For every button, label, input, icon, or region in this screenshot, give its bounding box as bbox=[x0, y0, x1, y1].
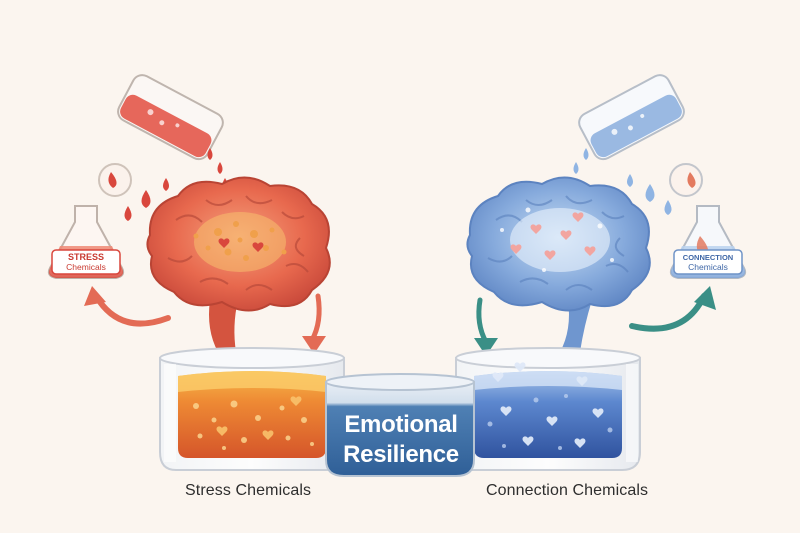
stress-flask-label-line2: Chemicals bbox=[66, 262, 106, 272]
connection-tank bbox=[455, 347, 641, 471]
connection-pouring-beaker bbox=[578, 74, 685, 161]
connection-flask: CONNECTION Chemicals bbox=[669, 205, 747, 279]
stress-mini-flask bbox=[98, 163, 132, 197]
stress-return-arrow bbox=[84, 286, 171, 327]
connection-flask-label-line2: Chemicals bbox=[688, 262, 728, 272]
stress-flask-label-line1: STRESS bbox=[68, 252, 104, 262]
stress-pouring-beaker bbox=[117, 74, 224, 161]
connection-return-arrow bbox=[629, 286, 716, 332]
center-tank-title-line1: Emotional bbox=[344, 411, 457, 438]
stress-tank bbox=[159, 347, 345, 471]
connection-chemicals-caption: Connection Chemicals bbox=[486, 482, 649, 499]
connection-brain bbox=[466, 176, 651, 352]
connection-mini-flask bbox=[669, 163, 703, 197]
stress-chemicals-caption: Stress Chemicals bbox=[185, 482, 312, 499]
center-tank-title-line2: Resilience bbox=[343, 441, 459, 468]
emotional-resilience-tank: Emotional Resilience bbox=[325, 373, 475, 477]
stress-flask: STRESS Chemicals bbox=[47, 205, 125, 279]
stress-brain bbox=[146, 176, 331, 352]
connection-flask-label-line1: CONNECTION bbox=[683, 253, 733, 262]
connection-down-arrow bbox=[474, 297, 498, 356]
stress-down-arrow bbox=[302, 293, 326, 354]
